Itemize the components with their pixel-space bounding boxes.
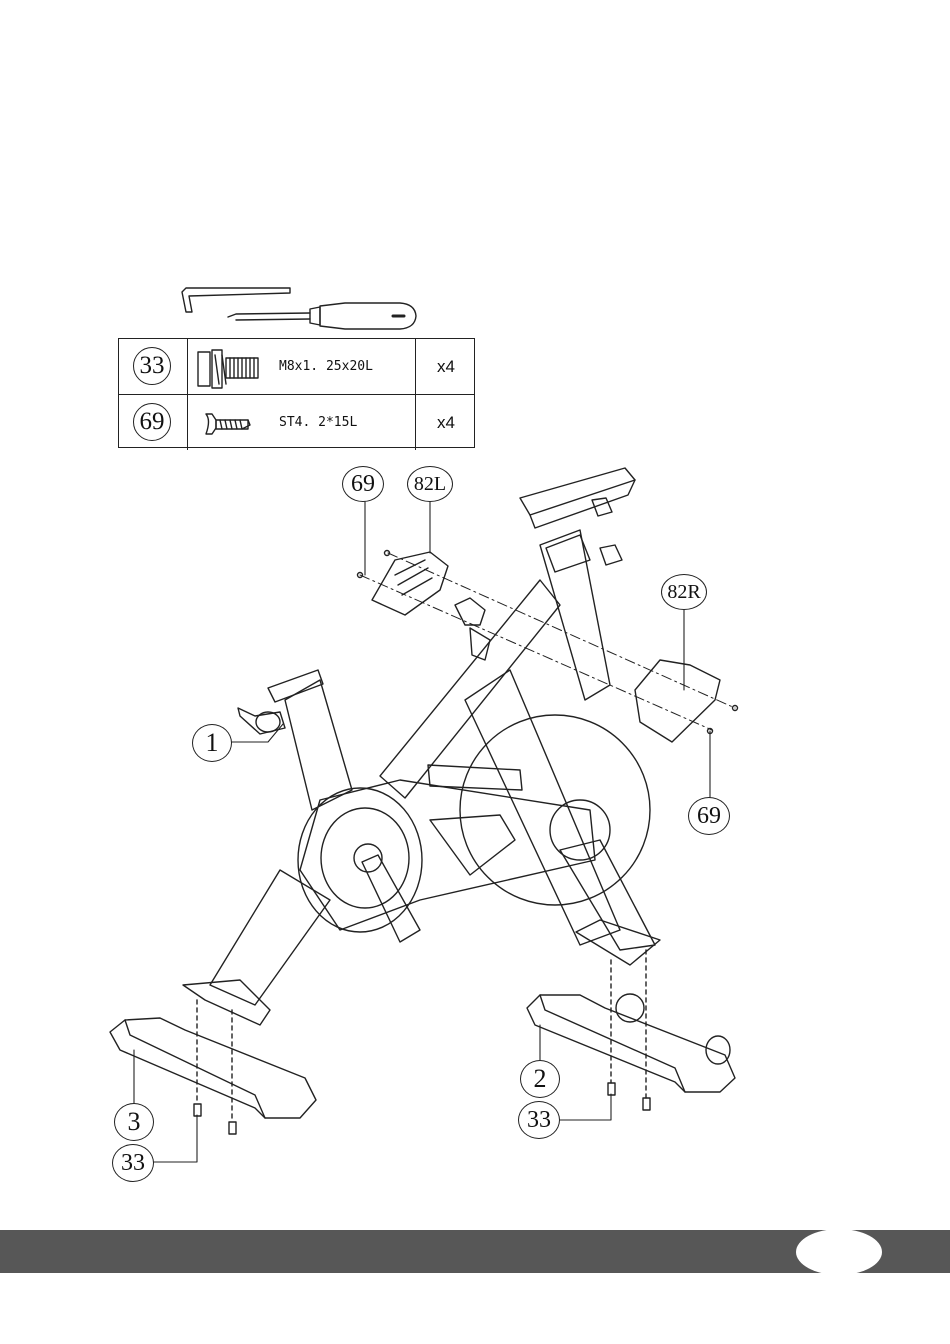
part-number-cell: 69 (119, 395, 188, 450)
callout-1: 1 (192, 724, 232, 762)
callout-69-right: 69 (688, 797, 730, 835)
bike-frame (183, 468, 660, 1025)
callout-33-left: 33 (112, 1144, 154, 1182)
bolts-33-left (194, 1000, 236, 1134)
parts-table: 33 M8x1. 25x20L x4 69 ST4. 2*15L x4 (118, 338, 475, 448)
leader-lines (134, 502, 710, 1162)
callout-3: 3 (114, 1103, 154, 1141)
base-left (110, 1018, 316, 1118)
callout-2: 2 (520, 1060, 560, 1098)
part-number: 33 (133, 347, 171, 385)
parts-row: 33 M8x1. 25x20L x4 (119, 339, 474, 394)
part-number: 69 (133, 403, 171, 441)
callout-82r: 82R (661, 574, 707, 610)
bolts-33-right (608, 950, 650, 1110)
part-number-cell: 33 (119, 339, 188, 394)
part-qty: x4 (415, 339, 476, 394)
allen-key-icon (182, 288, 290, 312)
parts-row: 69 ST4. 2*15L x4 (119, 394, 474, 450)
part-spec: M8x1. 25x20L (279, 339, 409, 394)
cover-82l (372, 552, 448, 615)
callout-69-top: 69 (342, 466, 384, 502)
page-number-oval (796, 1229, 882, 1275)
callout-82l: 82L (407, 466, 453, 502)
part-spec: ST4. 2*15L (279, 395, 409, 450)
callout-33-right: 33 (518, 1101, 560, 1139)
screwdriver-icon (228, 303, 416, 329)
part-qty: x4 (415, 395, 476, 450)
